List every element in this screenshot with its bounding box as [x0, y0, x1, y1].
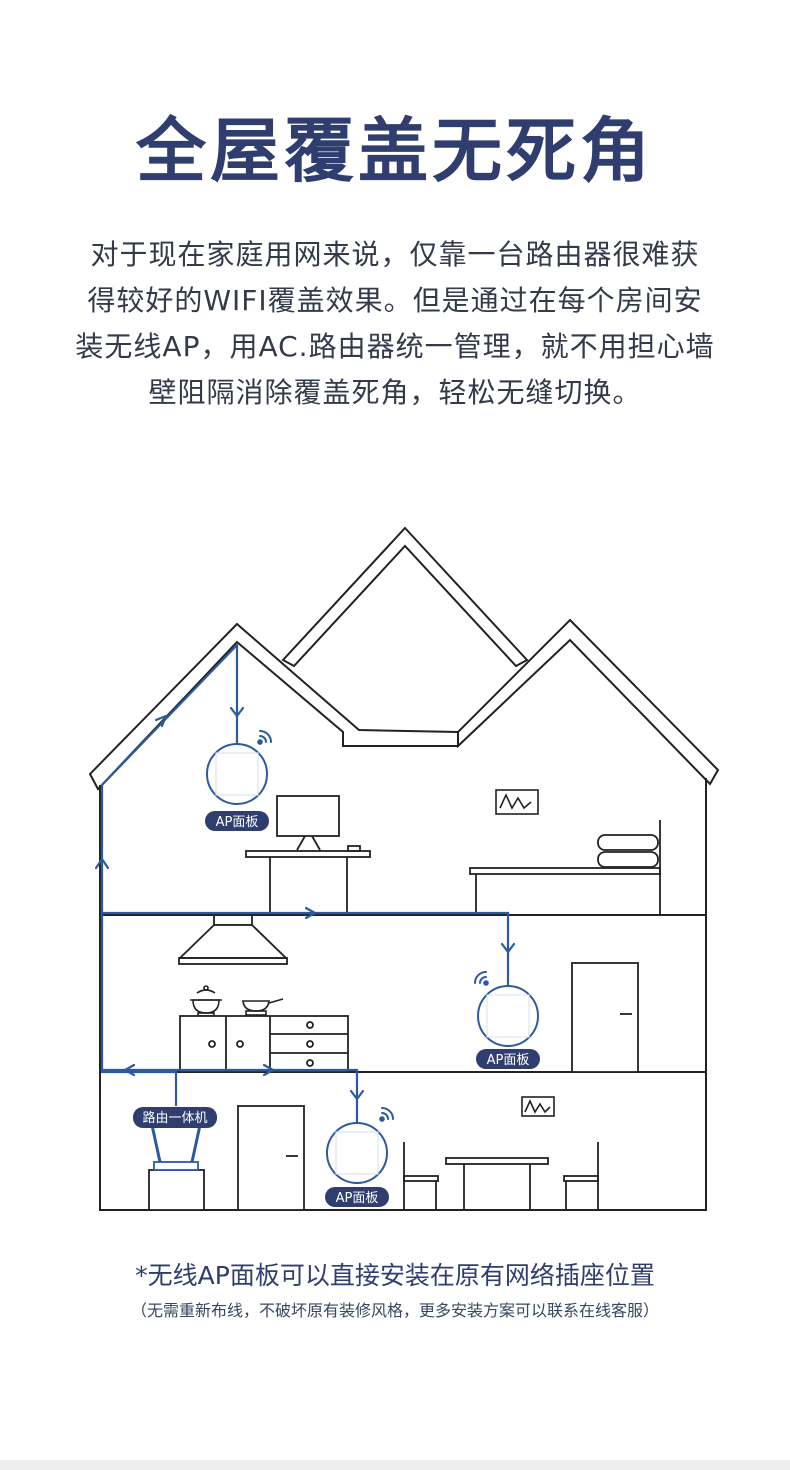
ap-badge-top: AP面板 — [205, 811, 269, 831]
ap-badge-bottom: AP面板 — [325, 1187, 389, 1207]
wifi-icon — [257, 730, 272, 745]
bottom-divider — [0, 1460, 790, 1470]
ap-label: AP面板 — [216, 815, 259, 830]
intro-line: 对于现在家庭用网来说，仅靠一台路由器很难获 — [90, 238, 700, 271]
ap-label: AP面板 — [487, 1053, 530, 1068]
door-bottom — [237, 1105, 305, 1211]
router-icon — [148, 1124, 205, 1211]
ap-panel-icon — [477, 985, 539, 1047]
intro-paragraph: 对于现在家庭用网来说，仅靠一台路由器很难获 得较好的WIFI覆盖效果。但是通过在… — [58, 232, 732, 416]
intro-line: 壁阻隔消除覆盖死角，轻松无缝切换。 — [148, 376, 642, 409]
wifi-icon — [379, 1107, 394, 1122]
ap-panel-icon — [326, 1122, 388, 1184]
pan — [242, 998, 284, 1016]
house-coverage-diagram: AP面板 AP面板 AP面板 路由一体机 — [88, 526, 720, 1211]
ap-badge-middle: AP面板 — [476, 1049, 540, 1069]
pot — [190, 985, 222, 1017]
wall-picture-top — [495, 789, 539, 815]
desk-with-monitor — [245, 795, 371, 915]
wifi-icon — [474, 971, 489, 986]
subnote: （无需重新布线，不破坏原有装修风格，更多安装方案可以联系在线客服） — [130, 1301, 659, 1320]
page-title: 全屋覆盖无死角 — [136, 110, 654, 192]
intro-line: 装无线AP，用AC.路由器统一管理，就不用担心墙 — [75, 330, 715, 363]
ap-panel-icon — [206, 743, 268, 805]
network-cabling — [100, 642, 510, 1125]
bed — [469, 820, 661, 915]
wall-picture-bottom — [521, 1096, 555, 1117]
footnote: *无线AP面板可以直接安装在原有网络插座位置 — [135, 1261, 655, 1290]
dining-set — [403, 1142, 599, 1210]
arrow-icon — [94, 706, 516, 1101]
door-middle — [571, 962, 639, 1073]
router-label: 路由一体机 — [142, 1110, 207, 1126]
intro-line: 得较好的WIFI覆盖效果。但是通过在每个房间安 — [87, 284, 703, 317]
ap-label: AP面板 — [336, 1191, 379, 1206]
kitchen-cabinets — [179, 1015, 349, 1073]
router-badge: 路由一体机 — [133, 1107, 217, 1128]
range-hood — [177, 914, 289, 965]
